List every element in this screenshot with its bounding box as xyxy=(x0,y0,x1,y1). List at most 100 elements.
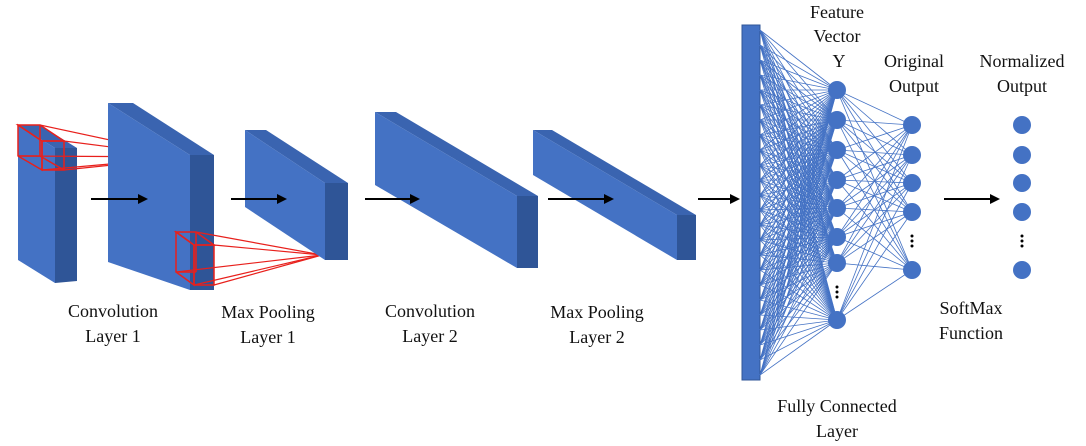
fc-connection xyxy=(759,89,838,136)
feature-vector-node xyxy=(828,199,846,217)
fc-connection xyxy=(759,207,838,361)
fc-connection xyxy=(759,89,838,256)
connection-lines xyxy=(759,29,913,376)
fc-connection xyxy=(759,89,838,211)
feature-vector-label-line1: Feature xyxy=(810,2,864,22)
output-connection xyxy=(836,154,913,321)
fc-connection xyxy=(759,89,838,346)
output-connection xyxy=(836,89,913,271)
fc-connection xyxy=(759,89,838,301)
fc-connection xyxy=(759,164,838,264)
fc-connection xyxy=(759,89,838,151)
fc-connection xyxy=(759,89,838,361)
fc-connection xyxy=(759,59,838,264)
fc-connection xyxy=(759,179,838,361)
conv1-label-line2: Layer 1 xyxy=(85,326,140,346)
feature-vector-node xyxy=(828,311,846,329)
output-connection xyxy=(836,89,913,126)
fc-connection xyxy=(759,179,838,264)
fc-connection xyxy=(759,179,838,376)
fc-connection xyxy=(759,134,838,321)
fc-connection xyxy=(759,119,838,264)
softmax-label-line2: Function xyxy=(939,323,1003,343)
output-connection xyxy=(836,124,913,238)
fc-connection xyxy=(759,119,838,321)
conv1-label-line1: Convolution xyxy=(68,301,158,321)
fc-connection xyxy=(759,262,838,301)
conv1-block xyxy=(18,125,77,283)
fc-connection xyxy=(759,262,838,286)
fc-connection xyxy=(759,119,838,376)
fc-connection xyxy=(759,262,838,376)
output-connection xyxy=(836,269,913,321)
fc-connection xyxy=(759,104,838,209)
normalized-output-node xyxy=(1013,203,1031,221)
fc-connection xyxy=(759,74,838,264)
normalized-output-node xyxy=(1013,261,1031,279)
fc-connection xyxy=(759,134,838,209)
output-connection xyxy=(836,211,913,238)
feature-vector-node xyxy=(828,81,846,99)
output-connection xyxy=(836,207,913,271)
fc-connection xyxy=(759,236,838,376)
output-connection xyxy=(836,154,913,181)
fc-connection xyxy=(759,29,838,264)
network-nodes xyxy=(828,81,1031,329)
fc-connection xyxy=(759,89,838,241)
fc-connection xyxy=(759,319,838,376)
fc-connection xyxy=(759,119,838,209)
pool1-label-line1: Max Pooling xyxy=(221,302,315,322)
fc-connection xyxy=(759,254,838,264)
fc-connection xyxy=(759,134,838,264)
fc-label-line2: Layer xyxy=(816,421,858,441)
conv2-block xyxy=(375,112,538,268)
fc-label-line1: Fully Connected xyxy=(777,396,897,416)
output-connection xyxy=(836,124,913,151)
fc-connection xyxy=(759,194,838,264)
original-output-node xyxy=(903,203,921,221)
fc-connection xyxy=(759,207,838,376)
conv1-output-block xyxy=(108,103,214,290)
pool2-label-line2: Layer 2 xyxy=(569,327,624,347)
fc-connection xyxy=(759,149,838,376)
fc-connection xyxy=(759,89,838,196)
pool1-label-line2: Layer 1 xyxy=(240,327,295,347)
fc-connection xyxy=(759,319,838,361)
pool1-projection-lines xyxy=(175,231,323,286)
fc-connection xyxy=(759,89,838,376)
output-connection xyxy=(836,211,913,321)
fc-connection xyxy=(759,149,838,321)
fc-connection xyxy=(759,236,838,361)
feature-vector-node xyxy=(828,141,846,159)
fc-connection xyxy=(759,262,838,361)
fc-connection xyxy=(759,89,838,166)
ellipsis-marks xyxy=(835,234,1024,299)
pool2-block xyxy=(533,130,696,260)
fc-connection xyxy=(759,59,838,91)
feature-vector-node xyxy=(828,228,846,246)
output-connection xyxy=(836,89,913,184)
fc-connection xyxy=(759,89,838,286)
original-output-node xyxy=(903,261,921,279)
normalized-output-label-line2: Output xyxy=(997,76,1047,96)
fc-connection xyxy=(759,44,838,91)
fc-connection xyxy=(759,179,838,321)
fc-connection xyxy=(759,209,838,264)
conv2-label-line1: Convolution xyxy=(385,301,475,321)
fc-connection xyxy=(759,74,838,91)
output-connection xyxy=(836,124,913,181)
output-connection xyxy=(836,124,913,321)
softmax-label-line1: SoftMax xyxy=(940,298,1003,318)
output-connection xyxy=(836,124,913,264)
output-connection xyxy=(836,179,913,271)
fc-connection xyxy=(759,164,838,321)
feature-vector-label-line2: Vector xyxy=(814,26,861,46)
output-connection xyxy=(836,119,913,126)
output-connection xyxy=(836,154,913,238)
feature-vector-node xyxy=(828,171,846,189)
fc-connection xyxy=(759,149,838,361)
output-connection xyxy=(836,119,913,271)
fc-connection xyxy=(759,149,838,264)
